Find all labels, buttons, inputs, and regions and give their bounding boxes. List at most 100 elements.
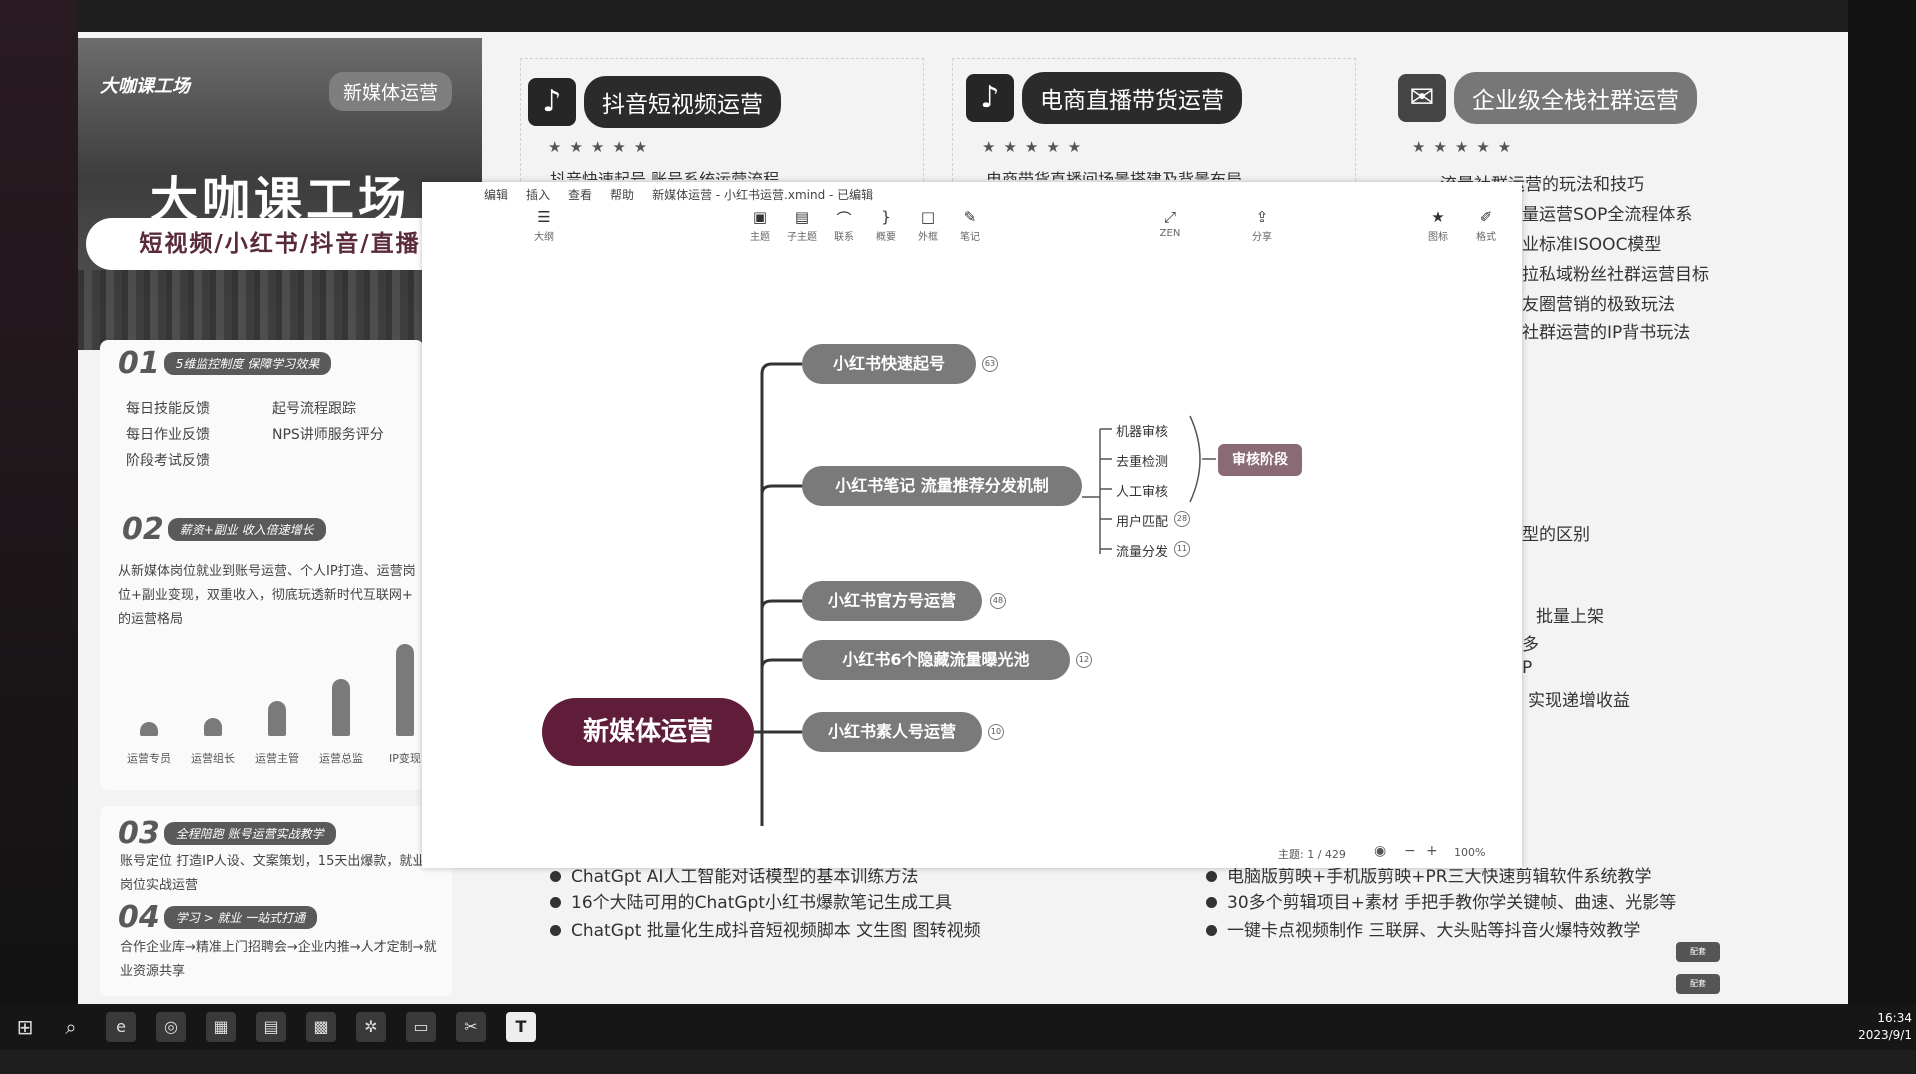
subtopic[interactable]: 机器审核 xyxy=(1116,425,1169,440)
course-line: 友圈营销的极致玩法 xyxy=(1522,295,1675,315)
topic-button[interactable]: ▣主题 xyxy=(738,208,782,243)
collapsed-count-badge[interactable]: 12 xyxy=(1076,652,1092,668)
zen-button[interactable]: ⤢ZEN xyxy=(1148,208,1192,239)
notes-icon: ✎ xyxy=(963,208,977,226)
zoom-in-icon[interactable]: + xyxy=(1426,843,1438,859)
system-clock[interactable]: 16:34 2023/9/1 xyxy=(1858,1010,1912,1044)
topic-count: 主题: 1 / 429 xyxy=(1278,848,1346,861)
salary-bar-label: 运营组长 xyxy=(191,752,235,765)
collapsed-count-badge[interactable]: 28 xyxy=(1174,511,1190,527)
search-icon[interactable]: ⌕ xyxy=(65,1015,77,1039)
supporting-button[interactable]: 配套 xyxy=(1676,974,1720,994)
zoom-out-icon[interactable]: − xyxy=(1404,843,1416,859)
boundary-icon: □ xyxy=(920,208,936,226)
format-button[interactable]: ✐格式 xyxy=(1464,208,1508,243)
taskbar: ⊞ ⌕ e ◎ ▦ ▤ ▩ ✲ ▭ ✂ T 16:34 2023/9/1 xyxy=(0,1004,1916,1050)
subtopic-button[interactable]: ▤子主题 xyxy=(780,208,824,243)
course-line: 业标准ISOOC模型 xyxy=(1522,235,1662,255)
summary-button[interactable]: }概要 xyxy=(864,208,908,243)
tiktok-icon: ♪ xyxy=(528,78,576,126)
item-text: 电脑版剪映+手机版剪映+PR三大快速剪辑软件系统教学 xyxy=(1227,867,1652,887)
menu-insert[interactable]: 插入 xyxy=(526,187,551,202)
text-app-icon[interactable]: T xyxy=(506,1012,536,1042)
menu-edit[interactable]: 编辑 xyxy=(484,187,509,202)
section-label: 学习 > 就业 一站式打通 xyxy=(163,906,318,929)
folder-icon[interactable]: ▭ xyxy=(406,1012,436,1042)
section-number: 04 xyxy=(118,900,160,935)
subtopic[interactable]: 去重检测 xyxy=(1116,455,1169,470)
menu-help[interactable]: 帮助 xyxy=(610,187,635,202)
format-brush-icon: ✐ xyxy=(1479,208,1493,226)
notes-button[interactable]: ✎笔记 xyxy=(948,208,992,243)
course-line: 型的区别 xyxy=(1522,525,1590,545)
course-line: 社群运营的IP背书玩法 xyxy=(1522,323,1691,343)
branch-topic[interactable]: 小红书快速起号 xyxy=(802,344,976,384)
section-label: 5维监控制度 保障学习效果 xyxy=(163,352,332,375)
document-icon[interactable]: ▤ xyxy=(256,1012,286,1042)
menu-view[interactable]: 查看 xyxy=(568,187,593,202)
section-number: 02 xyxy=(122,512,164,547)
city-skyline-image xyxy=(78,270,482,350)
edge-browser-icon[interactable]: e xyxy=(106,1012,136,1042)
supporting-button[interactable]: 配套 xyxy=(1676,942,1720,962)
relationship-icon: ⌒ xyxy=(836,210,852,228)
section-label: 薪资+副业 收入倍速增长 xyxy=(167,518,326,541)
boundary-button[interactable]: □外框 xyxy=(906,208,950,243)
section-02-header: 02 薪资+副业 收入倍速增长 xyxy=(122,512,326,547)
collapsed-count-badge[interactable]: 10 xyxy=(988,724,1004,740)
tool-icon[interactable]: ✂ xyxy=(456,1012,486,1042)
subtopic[interactable]: 人工审核 xyxy=(1116,485,1169,500)
zoom-level[interactable]: 100% xyxy=(1454,846,1486,859)
clock-date: 2023/9/1 xyxy=(1858,1028,1912,1042)
branch-topic[interactable]: 小红书笔记 流量推荐分发机制 xyxy=(802,466,1082,506)
icons-button[interactable]: ★图标 xyxy=(1416,208,1460,243)
root-topic[interactable]: 新媒体运营 xyxy=(542,698,754,766)
item-text: ChatGpt 批量化生成抖音短视频脚本 文生图 图转视频 xyxy=(571,921,981,941)
branch-topic[interactable]: 小红书6个隐藏流量曝光池 xyxy=(802,640,1070,680)
bullet-item: NPS讲师服务评分 xyxy=(272,427,384,443)
collapsed-count-badge[interactable]: 11 xyxy=(1174,541,1190,557)
collapsed-count-badge[interactable]: 63 xyxy=(982,356,998,372)
course-line: P xyxy=(1522,658,1533,678)
left-background xyxy=(0,0,78,1004)
app-icon[interactable]: ▦ xyxy=(206,1012,236,1042)
bullet-item: 阶段考试反馈 xyxy=(126,453,210,469)
status-bar: 主题: 1 / 429 ◉ − + 100% xyxy=(422,838,1522,868)
subtopic[interactable]: 用户匹配 xyxy=(1116,515,1169,530)
section-number: 03 xyxy=(118,816,160,851)
windows-start-icon[interactable]: ⊞ xyxy=(16,1015,34,1039)
relationship-button[interactable]: ⌒联系 xyxy=(822,208,866,243)
course-name: 电商直播带货运营 xyxy=(1022,72,1242,124)
course-first-line: 电商带货直播间场景搭建及背景布局 xyxy=(986,170,1243,180)
item-text: 30多个剪辑项目+素材 手把手教你学关键帧、曲速、光影等 xyxy=(1227,893,1677,913)
xmind-icon[interactable]: ✲ xyxy=(356,1012,386,1042)
toolbar: ☰大纲 ▣主题 ▤子主题 ⌒联系 }概要 □外框 ✎笔记 ⤢ZEN ⇪分享 ★图… xyxy=(422,208,1522,254)
branch-topic[interactable]: 小红书素人号运营 xyxy=(802,712,982,752)
wechat-icon: ✉ xyxy=(1398,74,1446,122)
rating-stars: ★★★★★ xyxy=(982,138,1090,156)
rating-stars: ★★★★★ xyxy=(548,138,656,156)
image-app-icon[interactable]: ▩ xyxy=(306,1012,336,1042)
subtopic[interactable]: 流量分发 xyxy=(1116,545,1169,560)
eye-icon[interactable]: ◉ xyxy=(1374,843,1387,859)
chrome-icon[interactable]: ◎ xyxy=(156,1012,186,1042)
rating-stars: ★★★★★ xyxy=(1412,138,1520,156)
bottom-left-item: ChatGpt AI人工智能对话模型的基本训练方法 xyxy=(550,862,918,887)
bottom-right-item: 电脑版剪映+手机版剪映+PR三大快速剪辑软件系统教学 xyxy=(1206,862,1652,887)
branch-topic[interactable]: 小红书官方号运营 xyxy=(802,581,982,621)
course-community-header: ✉ 企业级全栈社群运营 xyxy=(1398,72,1697,124)
right-background xyxy=(1848,0,1916,1004)
tiktok-icon: ♪ xyxy=(966,74,1014,122)
course-line: 量运营SOP全流程体系 xyxy=(1522,205,1693,225)
salary-bar xyxy=(268,701,286,736)
collapsed-count-badge[interactable]: 48 xyxy=(990,593,1006,609)
salary-bar-label: 运营主管 xyxy=(255,752,299,765)
bullet-item: 每日技能反馈 xyxy=(126,401,210,417)
section-number: 01 xyxy=(118,346,160,381)
course-first-line: 抖音快速起号 账号系统运营流程 xyxy=(550,170,780,180)
mindmap-canvas[interactable]: 新媒体运营 小红书快速起号 63 小红书笔记 流量推荐分发机制 小红书官方号运营… xyxy=(422,254,1522,834)
summary-topic[interactable]: 审核阶段 xyxy=(1218,444,1302,476)
share-button[interactable]: ⇪分享 xyxy=(1240,208,1284,243)
salary-bar-label: 运营专员 xyxy=(127,752,171,765)
outline-button[interactable]: ☰大纲 xyxy=(522,208,566,243)
